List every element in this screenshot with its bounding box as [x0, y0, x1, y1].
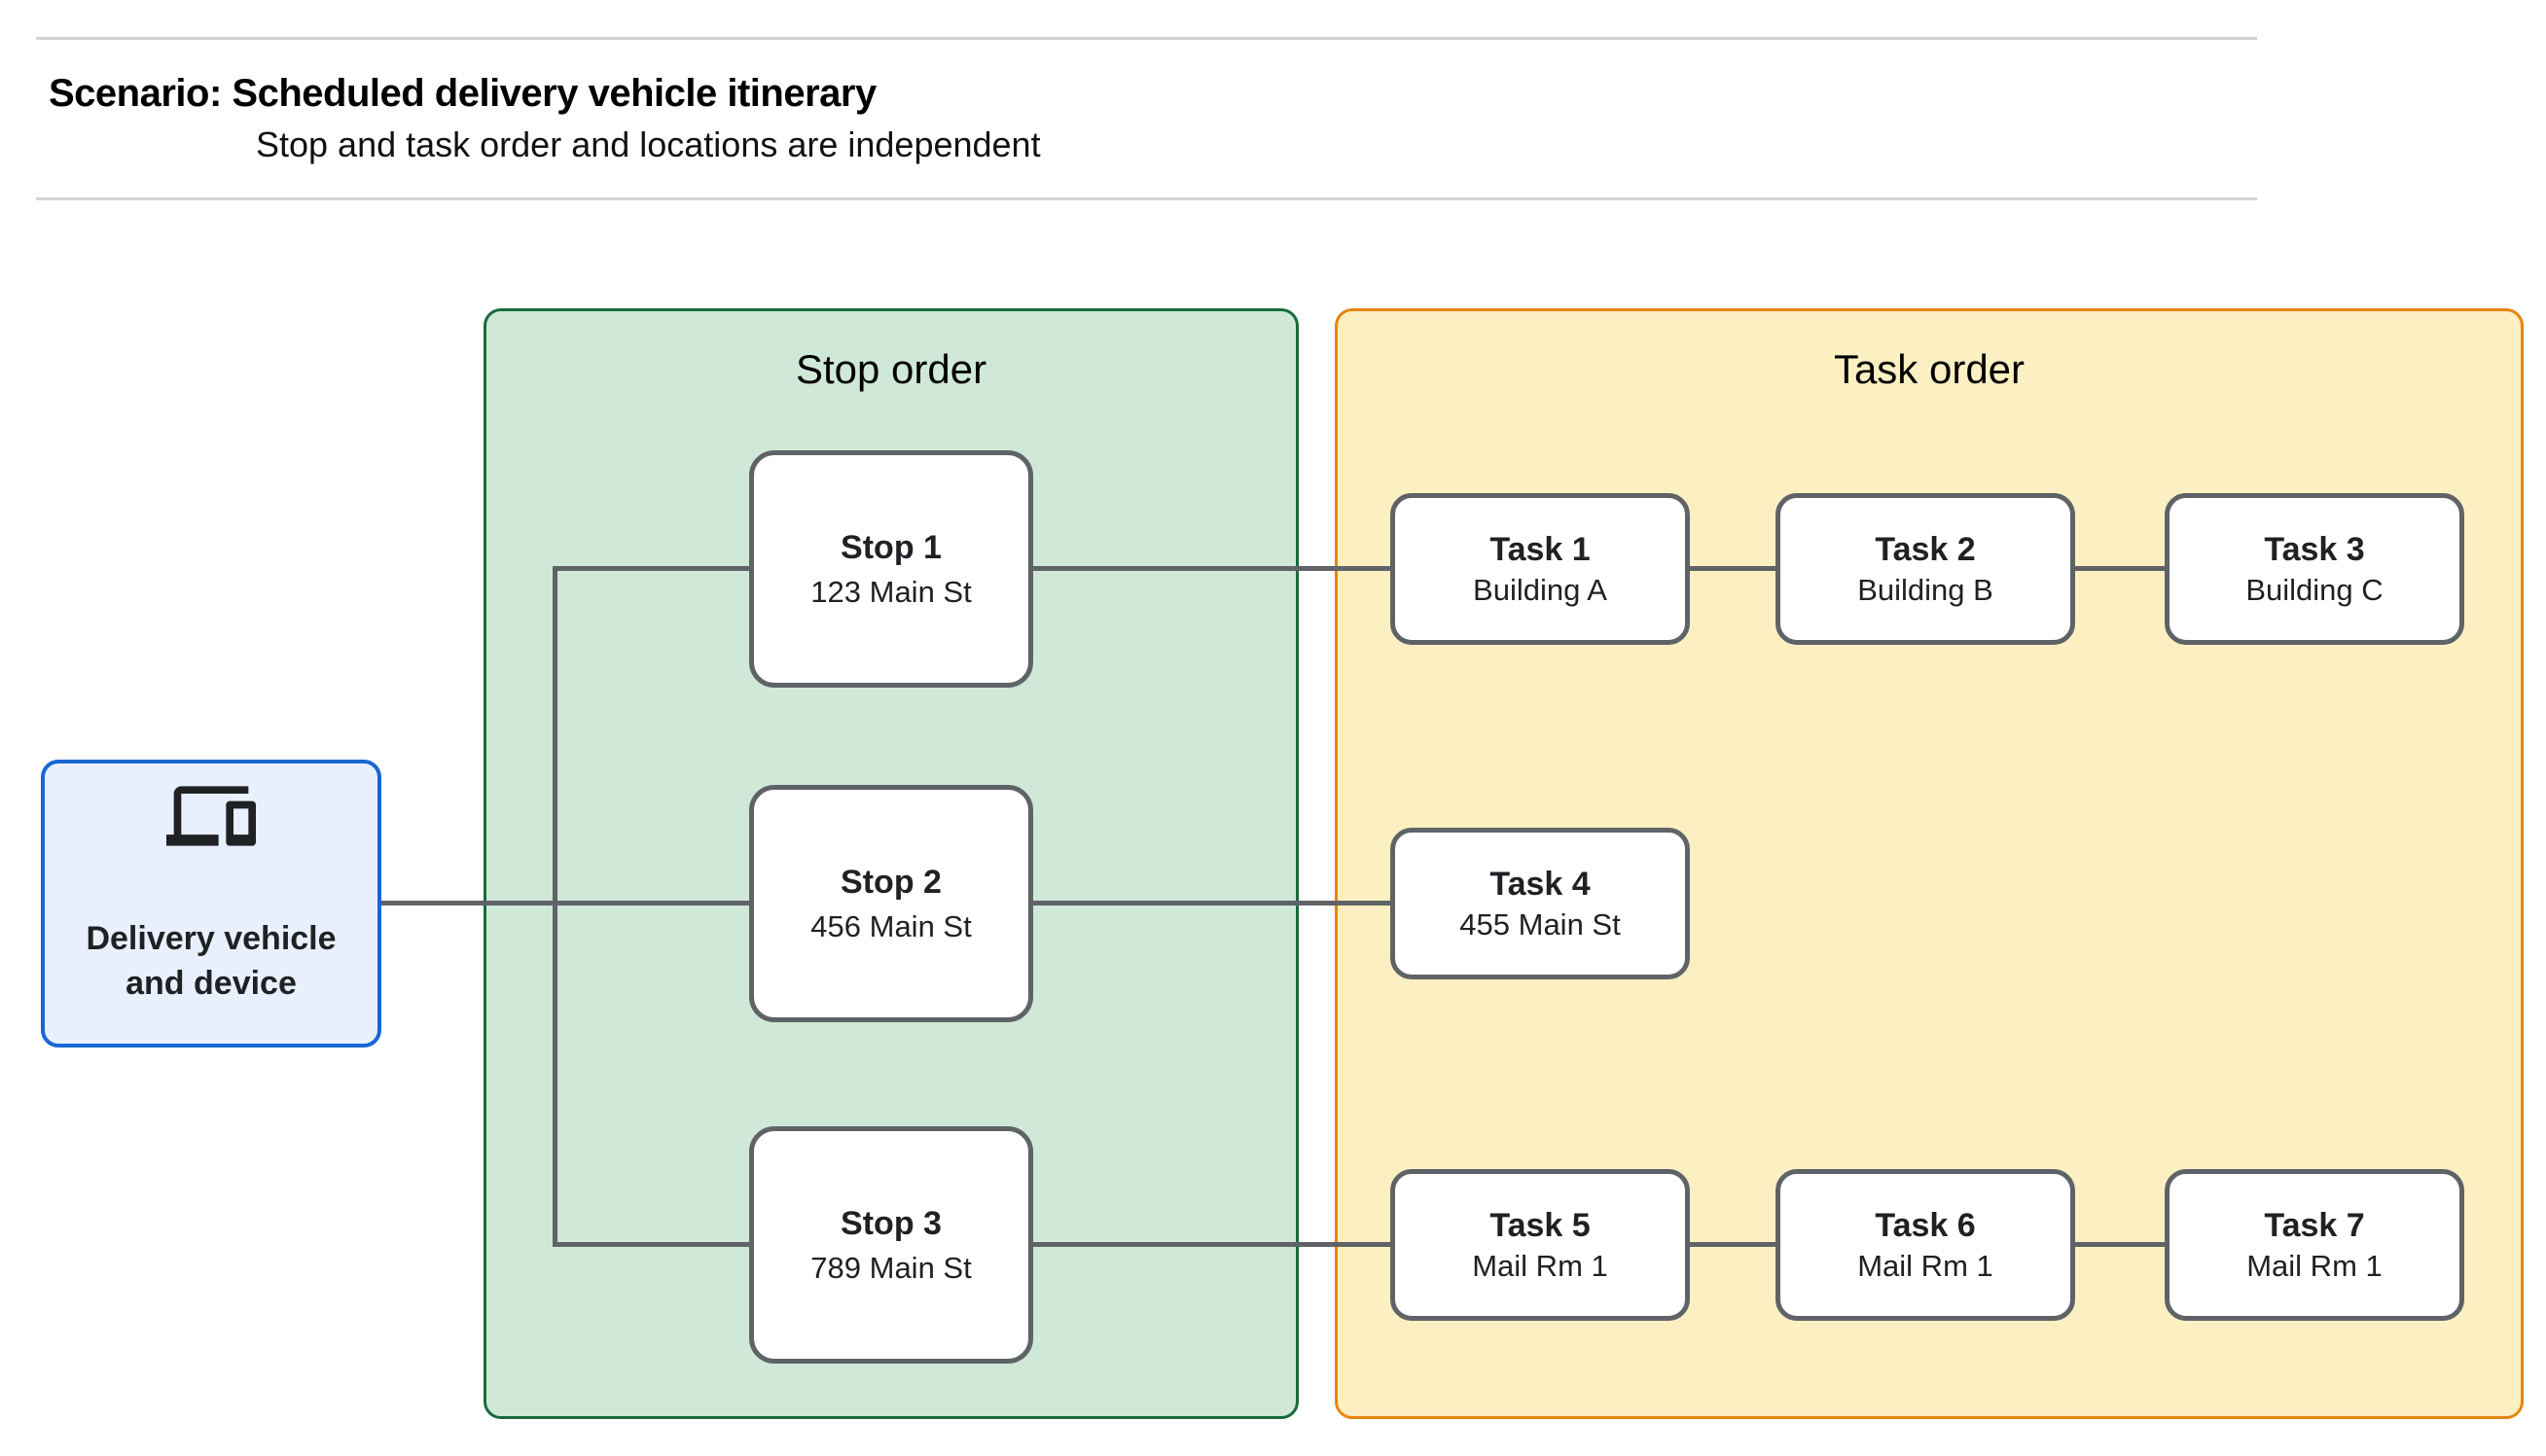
task-5-title: Task 5 — [1489, 1207, 1591, 1244]
task-3-location: Building C — [2245, 573, 2384, 607]
stop-node-2: Stop 2 456 Main St — [749, 785, 1033, 1022]
stop-2-location: 456 Main St — [810, 909, 972, 943]
task-node-6: Task 6 Mail Rm 1 — [1775, 1169, 2075, 1321]
stop-2-title: Stop 2 — [841, 864, 942, 901]
delivery-vehicle-node: Delivery vehicle and device — [41, 760, 381, 1048]
delivery-vehicle-label-line1: Delivery vehicle — [86, 920, 337, 957]
connector-branch-stop3 — [553, 1242, 749, 1247]
task-node-1: Task 1 Building A — [1390, 493, 1690, 645]
task-7-location: Mail Rm 1 — [2246, 1249, 2383, 1283]
divider-bottom — [36, 197, 2257, 200]
task-node-2: Task 2 Building B — [1775, 493, 2075, 645]
connector-vehicle-to-stop2 — [381, 901, 749, 906]
connector-trunk-vertical — [553, 566, 557, 1247]
devices-icon — [166, 786, 256, 846]
task-4-title: Task 4 — [1489, 866, 1591, 903]
task-7-title: Task 7 — [2264, 1207, 2365, 1244]
delivery-vehicle-label: Delivery vehicle and device — [86, 917, 336, 1007]
connector-stop1-task1 — [1033, 566, 1390, 571]
delivery-vehicle-label-line2: and device — [126, 964, 297, 1002]
connector-task5-task6 — [1690, 1242, 1775, 1247]
stop-order-panel-title: Stop order — [795, 346, 987, 392]
stop-3-location: 789 Main St — [810, 1251, 972, 1285]
stop-node-3: Stop 3 789 Main St — [749, 1126, 1033, 1364]
task-node-5: Task 5 Mail Rm 1 — [1390, 1169, 1690, 1321]
connector-task2-task3 — [2075, 566, 2165, 571]
task-node-3: Task 3 Building C — [2165, 493, 2464, 645]
task-2-location: Building B — [1857, 573, 1993, 607]
task-node-4: Task 4 455 Main St — [1390, 828, 1690, 979]
task-order-panel-title: Task order — [1833, 346, 2026, 392]
connector-task1-task2 — [1690, 566, 1775, 571]
connector-branch-stop1 — [553, 566, 749, 571]
connector-stop3-task5 — [1033, 1242, 1390, 1247]
task-3-title: Task 3 — [2264, 531, 2365, 568]
connector-task6-task7 — [2075, 1242, 2165, 1247]
task-node-7: Task 7 Mail Rm 1 — [2165, 1169, 2464, 1321]
page-title: Scenario: Scheduled delivery vehicle iti… — [49, 72, 877, 115]
task-6-title: Task 6 — [1875, 1207, 1976, 1244]
task-1-title: Task 1 — [1489, 531, 1591, 568]
task-6-location: Mail Rm 1 — [1857, 1249, 1993, 1283]
connector-stop2-task4 — [1033, 901, 1390, 906]
task-1-location: Building A — [1473, 573, 1607, 607]
stop-3-title: Stop 3 — [841, 1205, 942, 1242]
stop-1-location: 123 Main St — [810, 575, 972, 609]
page-subtitle: Stop and task order and locations are in… — [256, 124, 1041, 164]
task-2-title: Task 2 — [1875, 531, 1976, 568]
divider-top — [36, 37, 2257, 40]
task-4-location: 455 Main St — [1459, 907, 1621, 941]
stop-node-1: Stop 1 123 Main St — [749, 450, 1033, 688]
stop-1-title: Stop 1 — [841, 529, 942, 566]
task-5-location: Mail Rm 1 — [1472, 1249, 1608, 1283]
